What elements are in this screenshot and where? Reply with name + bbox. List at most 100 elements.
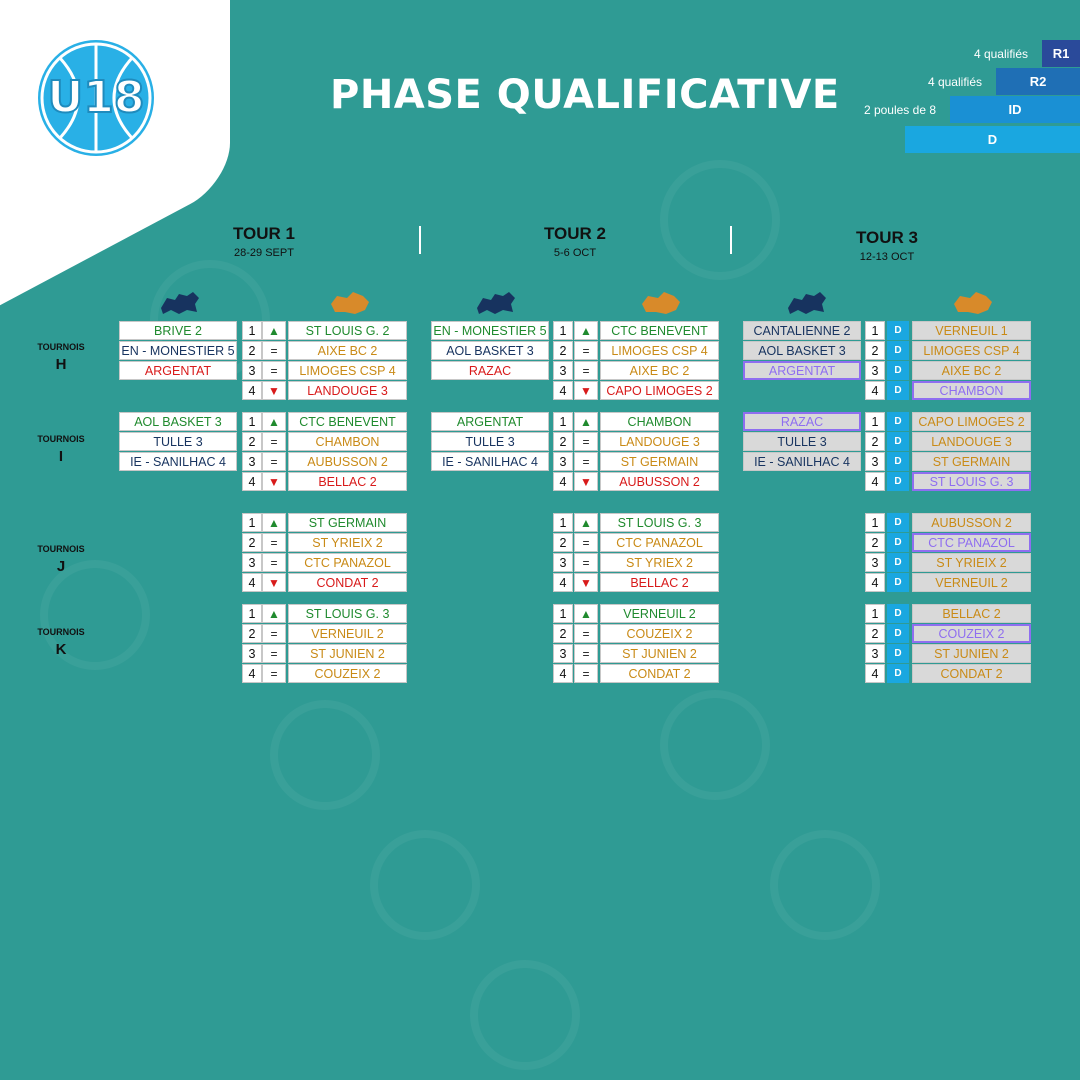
group-label-text: TOURNOIS <box>37 342 85 352</box>
watermark-ball <box>470 960 580 1070</box>
level-d-badge: D <box>887 624 909 643</box>
ranked-team-cell: CTC PANAZOL <box>912 533 1031 552</box>
group-letter: I <box>58 448 64 465</box>
tour-title: TOUR 2 <box>543 224 607 243</box>
page-title: PHASE QUALIFICATIVE <box>330 72 840 118</box>
host-team-cell: CANTALIENNE 2 <box>743 321 861 340</box>
rank-number: 2 <box>242 533 262 552</box>
ranked-team-cell: VERNEUIL 2 <box>912 573 1031 592</box>
rank-number: 4 <box>865 472 885 491</box>
level-d-badge: D <box>887 432 909 451</box>
equal-icon: = <box>574 432 598 451</box>
host-team-cell: TULLE 3 <box>743 432 861 451</box>
arrow-up-icon: ▲ <box>574 321 598 340</box>
region-map-orange-icon <box>642 292 680 314</box>
host-team-cell: EN - MONESTIER 5 <box>431 321 549 340</box>
equal-icon: = <box>574 341 598 360</box>
level-d-badge: D <box>887 472 909 491</box>
rank-number: 2 <box>865 432 885 451</box>
arrow-down-icon: ▼ <box>574 472 598 491</box>
region-map-navy-icon <box>788 292 826 314</box>
legend-level-id: ID <box>950 96 1080 123</box>
equal-icon: = <box>262 533 286 552</box>
rank-number: 3 <box>242 361 262 380</box>
tour-3-header: TOUR 3 12-13 OCT <box>837 228 937 263</box>
level-d-badge: D <box>887 381 909 400</box>
legend-level-r1: R1 <box>1042 40 1080 67</box>
legend-label: 4 qualifiés <box>927 74 982 89</box>
rank-number: 1 <box>865 604 885 623</box>
ranked-team-cell: ST LOUIS G. 3 <box>912 472 1031 491</box>
rank-number: 1 <box>553 321 573 340</box>
equal-icon: = <box>262 452 286 471</box>
rank-number: 3 <box>553 361 573 380</box>
group-label-i: TOURNOIS I <box>36 434 86 465</box>
ranked-team-cell: ST GERMAIN <box>288 513 407 532</box>
level-d-badge: D <box>887 321 909 340</box>
level-d-badge: D <box>887 573 909 592</box>
level-d-badge: D <box>887 341 909 360</box>
ranked-team-cell: LANDOUGE 3 <box>600 432 719 451</box>
rank-number: 3 <box>865 644 885 663</box>
equal-icon: = <box>574 533 598 552</box>
arrow-down-icon: ▼ <box>262 472 286 491</box>
tour-title: TOUR 3 <box>855 228 919 247</box>
rank-number: 3 <box>553 452 573 471</box>
tour-date: 12-13 OCT <box>859 251 915 263</box>
ranked-team-cell: AIXE BC 2 <box>600 361 719 380</box>
rank-number: 1 <box>242 604 262 623</box>
rank-number: 2 <box>242 341 262 360</box>
ranked-team-cell: COUZEIX 2 <box>600 624 719 643</box>
ranked-team-cell: AUBUSSON 2 <box>288 452 407 471</box>
ranked-team-cell: CTC BENEVENT <box>600 321 719 340</box>
rank-number: 2 <box>865 533 885 552</box>
host-team-cell: IE - SANILHAC 4 <box>743 452 861 471</box>
group-label-k: TOURNOIS K <box>36 627 86 658</box>
host-team-cell: IE - SANILHAC 4 <box>119 452 237 471</box>
rank-number: 2 <box>553 341 573 360</box>
equal-icon: = <box>262 664 286 683</box>
ranked-team-cell: ST GERMAIN <box>912 452 1031 471</box>
rank-number: 2 <box>242 624 262 643</box>
ranked-team-cell: CTC PANAZOL <box>288 553 407 572</box>
level-d-badge: D <box>887 644 909 663</box>
arrow-up-icon: ▲ <box>262 604 286 623</box>
host-team-cell: ARGENTAT <box>743 361 861 380</box>
tour-title: TOUR 1 <box>232 224 296 243</box>
logo-text: U18 <box>47 71 146 124</box>
arrow-down-icon: ▼ <box>574 573 598 592</box>
arrow-down-icon: ▼ <box>262 573 286 592</box>
level-d-badge: D <box>887 452 909 471</box>
ranked-team-cell: CTC PANAZOL <box>600 533 719 552</box>
ranked-team-cell: LIMOGES CSP 4 <box>288 361 407 380</box>
rank-number: 4 <box>553 664 573 683</box>
rank-number: 4 <box>242 472 262 491</box>
rank-number: 2 <box>553 533 573 552</box>
group-label-j: TOURNOIS J <box>36 544 86 575</box>
rank-number: 3 <box>865 553 885 572</box>
ranked-team-cell: ST YRIEX 2 <box>600 553 719 572</box>
arrow-up-icon: ▲ <box>262 513 286 532</box>
ranked-team-cell: BELLAC 2 <box>912 604 1031 623</box>
rank-number: 4 <box>242 381 262 400</box>
group-letter: K <box>55 641 67 658</box>
region-map-navy-icon <box>477 292 515 314</box>
host-team-cell: ARGENTAT <box>431 412 549 431</box>
rank-number: 2 <box>553 432 573 451</box>
ranked-team-cell: BELLAC 2 <box>600 573 719 592</box>
rank-number: 2 <box>242 432 262 451</box>
rank-number: 3 <box>242 553 262 572</box>
rank-number: 1 <box>865 513 885 532</box>
tour-date: 28-29 SEPT <box>234 247 294 259</box>
equal-icon: = <box>262 644 286 663</box>
arrow-down-icon: ▼ <box>574 381 598 400</box>
watermark-ball <box>370 830 480 940</box>
ranked-team-cell: LANDOUGE 3 <box>288 381 407 400</box>
equal-icon: = <box>574 624 598 643</box>
rank-number: 4 <box>865 381 885 400</box>
ranked-team-cell: ST LOUIS G. 2 <box>288 321 407 340</box>
host-team-cell: BRIVE 2 <box>119 321 237 340</box>
legend-level-d: D <box>905 126 1080 153</box>
level-d-badge: D <box>887 664 909 683</box>
